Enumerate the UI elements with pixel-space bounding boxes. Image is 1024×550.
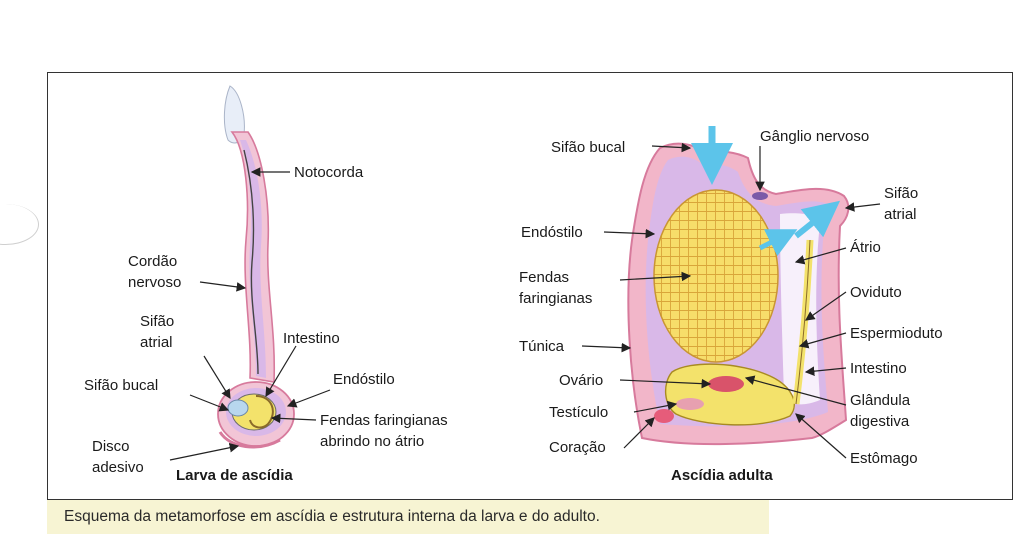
water-out-arrow-1 (758, 229, 798, 257)
larva-label-sifao-atrial-1: Sifão (140, 313, 174, 330)
adult-label-intestino: Intestino (850, 360, 907, 377)
adult-label-sifao-atrial-2: atrial (884, 206, 917, 223)
water-out-arrow-2 (794, 200, 841, 239)
larva-tail-inner (240, 140, 266, 378)
larva-label-intestino: Intestino (283, 330, 340, 347)
adult-label-fendas-2: faringianas (519, 290, 592, 307)
larva-label-fendas-2: abrindo no átrio (320, 433, 424, 450)
larva-title: Larva de ascídia (176, 467, 293, 484)
larva-label-fendas-1: Fendas faringianas (320, 412, 448, 429)
adult-pharynx (653, 189, 779, 363)
adult-label-glandula-2: digestiva (850, 413, 910, 430)
adult-label-endostilo: Endóstilo (521, 224, 583, 241)
adult-label-fendas-1: Fendas (519, 269, 569, 286)
larva-mouth (227, 399, 249, 417)
larva-label-endostilo: Endóstilo (333, 371, 395, 388)
figure-caption: Esquema da metamorfose em ascídia e estr… (64, 508, 600, 525)
adult-label-testiculo: Testículo (549, 404, 608, 421)
larva-label-sifao-bucal: Sifão bucal (84, 377, 158, 394)
adult-figure (627, 126, 850, 446)
larva-label-cordao-2: nervoso (128, 274, 181, 291)
adult-label-sifao-atrial-1: Sifão (884, 185, 918, 202)
figure-frame (47, 72, 1013, 500)
larva-notochord (243, 149, 259, 375)
adult-pointers (581, 142, 881, 459)
adult-label-atrio: Átrio (850, 239, 881, 256)
adult-label-sifao-bucal: Sifão bucal (551, 139, 625, 156)
adult-label-coracao: Coração (549, 439, 606, 456)
adult-label-tunica: Túnica (519, 338, 565, 355)
larva-gut (249, 395, 274, 429)
larva-label-disco-2: adesivo (92, 459, 144, 476)
larva-figure (217, 85, 295, 449)
larva-label-notocorda: Notocorda (294, 164, 364, 181)
caption-bar (47, 500, 769, 534)
adult-label-ganglio: Gânglio nervoso (760, 128, 869, 145)
adult-testis (676, 398, 704, 410)
adult-label-oviduto: Oviduto (850, 284, 902, 301)
adult-ganglion (752, 192, 768, 200)
adult-label-espermioduto: Espermioduto (850, 325, 943, 342)
larva-label-cordao-1: Cordão (128, 253, 177, 270)
larva-pointers (169, 167, 331, 461)
adult-label-estomago: Estômago (850, 450, 918, 467)
adult-label-glandula-1: Glândula (850, 392, 911, 409)
larva-label-disco-1: Disco (92, 438, 130, 455)
adult-ovary (708, 376, 744, 392)
adult-title: Ascídia adulta (671, 467, 773, 484)
adult-label-ovario: Ovário (559, 372, 603, 389)
adult-heart (654, 409, 674, 423)
larva-label-sifao-atrial-2: atrial (140, 334, 173, 351)
larva-adhesive-disc (218, 431, 281, 449)
